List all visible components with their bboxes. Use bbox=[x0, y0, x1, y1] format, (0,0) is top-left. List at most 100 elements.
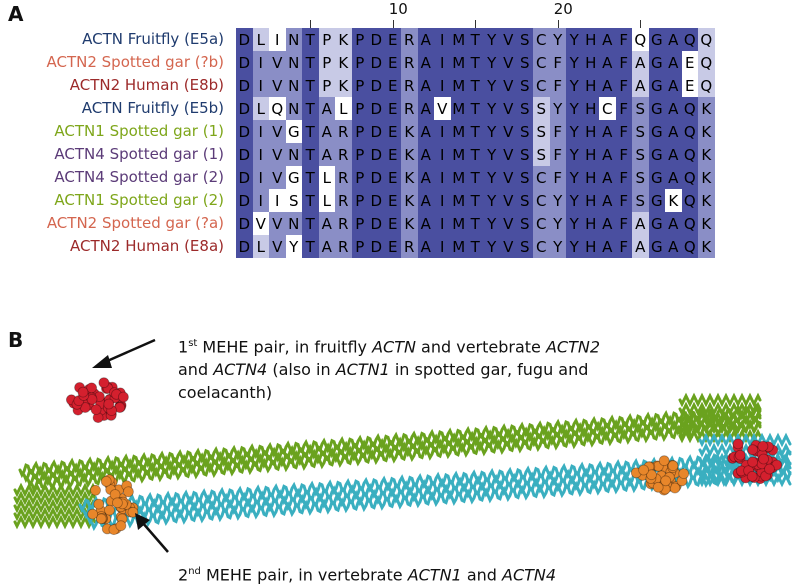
residue-cell: P bbox=[351, 120, 368, 143]
residue-cell: L bbox=[252, 28, 269, 51]
residue-cell: Y bbox=[483, 120, 500, 143]
caption-second-pair: 2nd MEHE pair, in vertebrate ACTN1 and A… bbox=[178, 565, 557, 585]
residue-cell: A bbox=[599, 212, 616, 235]
residue-cell: Q bbox=[698, 74, 715, 97]
residue-cell: Q bbox=[681, 212, 698, 235]
residue-cell: D bbox=[236, 235, 253, 258]
residue-cell: R bbox=[335, 166, 352, 189]
residue-cell: I bbox=[252, 120, 269, 143]
atom-sphere bbox=[757, 440, 769, 452]
residue-cell: N bbox=[285, 143, 302, 166]
residue-cell: D bbox=[236, 120, 253, 143]
residue-cell: R bbox=[335, 143, 352, 166]
residue-cell: A bbox=[599, 166, 616, 189]
residue-cell: K bbox=[401, 143, 418, 166]
residue-cell: F bbox=[615, 74, 632, 97]
residue-cell: T bbox=[467, 235, 484, 258]
helix-strand bbox=[678, 419, 762, 435]
residue-cell: V bbox=[269, 235, 286, 258]
residue-cell: V bbox=[269, 120, 286, 143]
residue-cell: M bbox=[450, 97, 467, 120]
residue-cell: E bbox=[384, 51, 401, 74]
sequence-label: ACTN2 Human (E8b) bbox=[69, 76, 224, 94]
residue-cell: R bbox=[401, 97, 418, 120]
residue-cell: I bbox=[434, 143, 451, 166]
residue-cell: K bbox=[335, 28, 352, 51]
residue-cell: Y bbox=[483, 97, 500, 120]
residue-cell: G bbox=[648, 51, 665, 74]
residue-cell: K bbox=[698, 143, 715, 166]
atom-sphere bbox=[87, 508, 98, 520]
residue-cell: D bbox=[236, 212, 253, 235]
helix-strand bbox=[678, 410, 762, 426]
helix-strand bbox=[13, 514, 97, 530]
residue-cell: T bbox=[467, 74, 484, 97]
atom-sphere bbox=[77, 386, 89, 398]
residue-cell: T bbox=[302, 74, 319, 97]
residue-cell: L bbox=[318, 166, 335, 189]
residue-cell: H bbox=[582, 166, 599, 189]
residue-cell: E bbox=[384, 212, 401, 235]
residue-cell: T bbox=[467, 97, 484, 120]
atom-sphere bbox=[112, 497, 123, 509]
residue-cell: A bbox=[665, 166, 682, 189]
residue-cell: A bbox=[417, 74, 434, 97]
residue-cell: R bbox=[401, 28, 418, 51]
residue-cell: G bbox=[648, 28, 665, 51]
residue-cell: T bbox=[302, 51, 319, 74]
sequence-label: ACTN2 Human (E8a) bbox=[70, 237, 224, 255]
residue-cell: P bbox=[351, 212, 368, 235]
residue-cell: S bbox=[516, 212, 533, 235]
atom-sphere bbox=[115, 520, 127, 532]
residue-cell: I bbox=[252, 189, 269, 212]
residue-cell: Q bbox=[681, 166, 698, 189]
residue-cell: Y bbox=[566, 143, 583, 166]
residue-cell: F bbox=[549, 74, 566, 97]
residue-cell: S bbox=[632, 97, 649, 120]
green-chain bbox=[13, 392, 762, 530]
residue-cell: A bbox=[318, 143, 335, 166]
arrow-first-pair bbox=[104, 338, 156, 364]
residue-cell: Y bbox=[483, 28, 500, 51]
residue-cell: R bbox=[335, 212, 352, 235]
residue-cell: A bbox=[599, 74, 616, 97]
residue-cell: S bbox=[533, 120, 550, 143]
residue-cell: I bbox=[434, 28, 451, 51]
residue-cell: I bbox=[434, 235, 451, 258]
residue-cell: Y bbox=[549, 235, 566, 258]
residue-cell: F bbox=[615, 212, 632, 235]
residue-cell: D bbox=[368, 51, 385, 74]
residue-cell: V bbox=[434, 97, 451, 120]
atom-sphere bbox=[90, 484, 101, 496]
residue-cell: D bbox=[236, 143, 253, 166]
residue-cell: I bbox=[434, 120, 451, 143]
residue-cell: A bbox=[632, 235, 649, 258]
mehe-pair-2-right bbox=[630, 455, 690, 496]
residue-cell: Y bbox=[566, 120, 583, 143]
residue-cell: Y bbox=[549, 189, 566, 212]
residue-cell: Q bbox=[681, 143, 698, 166]
residue-cell: F bbox=[615, 189, 632, 212]
residue-cell: D bbox=[368, 235, 385, 258]
residue-cell: Q bbox=[681, 97, 698, 120]
residue-cell: S bbox=[632, 166, 649, 189]
residue-cell: S bbox=[516, 143, 533, 166]
residue-cell: S bbox=[632, 143, 649, 166]
residue-cell: Y bbox=[483, 166, 500, 189]
residue-cell: Y bbox=[483, 143, 500, 166]
residue-cell: F bbox=[615, 97, 632, 120]
residue-cell: K bbox=[335, 51, 352, 74]
ruler-tick bbox=[310, 20, 312, 28]
residue-cell: M bbox=[450, 235, 467, 258]
atom-sphere bbox=[734, 449, 746, 461]
residue-cell: Y bbox=[566, 51, 583, 74]
residue-cell: T bbox=[302, 97, 319, 120]
residue-cell: L bbox=[335, 97, 352, 120]
residue-cell: F bbox=[615, 143, 632, 166]
residue-cell: K bbox=[401, 212, 418, 235]
arrow-first-pair-head bbox=[92, 355, 112, 368]
residue-cell: I bbox=[434, 74, 451, 97]
atom-sphere bbox=[86, 382, 97, 394]
residue-cell: A bbox=[599, 51, 616, 74]
residue-cell: K bbox=[401, 189, 418, 212]
